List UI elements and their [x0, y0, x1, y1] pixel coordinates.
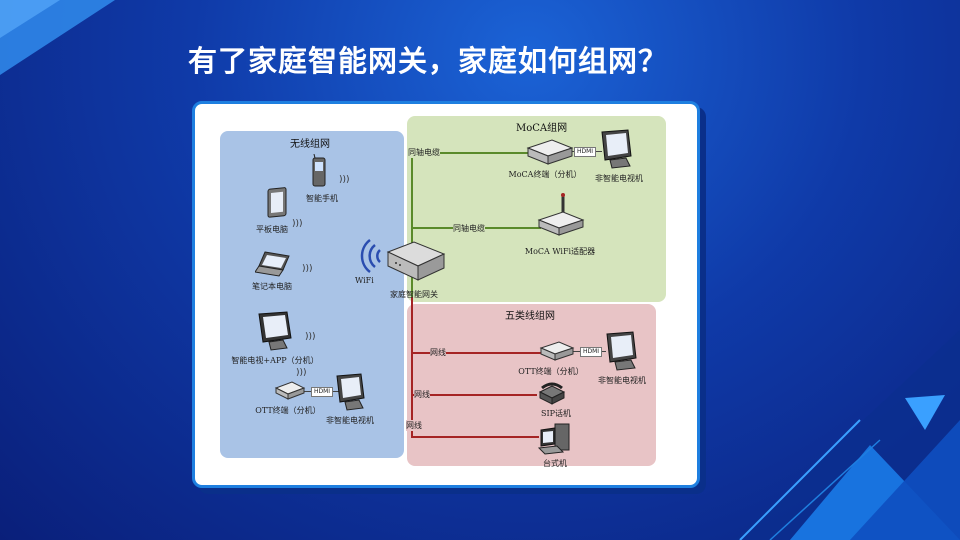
tablet-icon [267, 187, 287, 218]
cat5-tv-icon [606, 331, 637, 371]
wireless-zone [220, 131, 404, 458]
wireless-zone-label: 无线组网 [290, 139, 330, 150]
gateway-router-icon [386, 241, 446, 281]
wifi-label: WiFi [355, 276, 374, 285]
gateway-label: 家庭智能网关 [390, 290, 438, 299]
page-title: 有了家庭智能网关，家庭如何组网？ [188, 44, 669, 78]
smart-tv-label: 智能电视+APP（分机） [231, 356, 319, 365]
cat5-line-ott [411, 352, 541, 354]
wireless-tv-icon [336, 373, 365, 411]
cat5-zone [407, 304, 656, 466]
tablet-label: 平板电脑 [256, 225, 288, 234]
cat5-line-pc [411, 436, 539, 438]
moca-wifi-adapter-icon [537, 193, 585, 236]
cat5-line-label-2: 网线 [414, 389, 430, 400]
moca-line-terminal [411, 152, 529, 154]
moca-tv-label: 非智能电视机 [595, 174, 643, 183]
moca-terminal-icon [526, 139, 574, 165]
sip-phone-icon [538, 382, 566, 405]
phone-signal-icon: ))) [339, 175, 350, 185]
laptop-signal-icon: ))) [302, 264, 313, 274]
moca-hdmi-tag: HDMI [574, 147, 597, 157]
cat5-hdmi-tag: HDMI [580, 347, 603, 357]
cat5-trunk-line [411, 297, 413, 437]
smart-tv-signal-icon: ))) [305, 332, 316, 342]
moca-terminal-label: MoCA终端（分机） [508, 170, 582, 179]
moca-cable-label-1: 同轴电缆 [408, 147, 440, 158]
moca-cable-label-2: 同轴电缆 [453, 223, 485, 234]
phone-label: 智能手机 [306, 194, 338, 203]
desktop-pc-icon [537, 423, 570, 455]
desktop-pc-label: 台式机 [543, 459, 567, 468]
sip-phone-label: SIP话机 [540, 409, 572, 418]
cat5-line-sip [411, 394, 537, 396]
moca-trunk-line [411, 152, 413, 297]
moca-tv-icon [601, 129, 632, 169]
cat5-zone-label: 五类线组网 [505, 311, 555, 322]
smart-tv-icon [258, 311, 292, 351]
wireless-hdmi-tag: HDMI [311, 387, 334, 397]
cat5-ott-box-icon [539, 341, 575, 361]
laptop-icon [255, 251, 290, 277]
moca-zone-label: MoCA组网 [516, 123, 568, 134]
smartphone-icon [312, 154, 326, 187]
ott-box-icon [274, 381, 306, 400]
cat5-line-label-3: 网线 [406, 420, 422, 431]
cat5-ott-label: OTT终端（分机） [518, 367, 584, 376]
cat5-line-label-1: 网线 [430, 347, 446, 358]
cat5-tv-label: 非智能电视机 [598, 376, 646, 385]
moca-adapter-label: MoCA WiFi适配器 [524, 247, 596, 256]
wireless-tv-label: 非智能电视机 [326, 416, 374, 425]
tablet-signal-icon: ))) [292, 219, 303, 229]
laptop-label: 笔记本电脑 [252, 282, 292, 291]
wireless-ott-label: OTT终端（分机） [255, 406, 321, 415]
ott-signal-icon: ))) [296, 368, 307, 378]
wifi-signal-icon [360, 239, 381, 273]
